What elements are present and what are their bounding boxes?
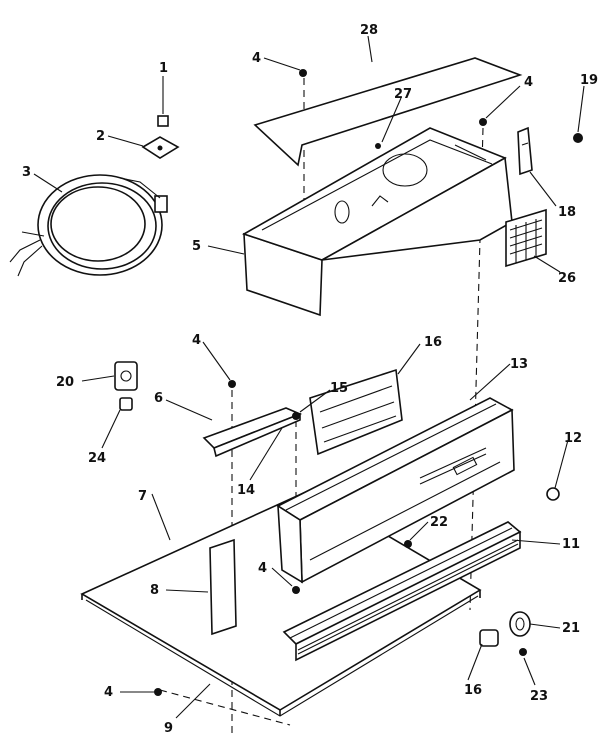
callout-4-top-left: 4 <box>252 51 261 66</box>
mounting-plate-2 <box>141 136 180 159</box>
callout-16-lower: 16 <box>464 683 482 698</box>
callout-27: 27 <box>394 87 412 102</box>
callout-4-mid: 4 <box>192 333 201 348</box>
callout-4-bottom: 4 <box>104 685 113 700</box>
cord-connector-1 <box>157 115 169 127</box>
screw-4-lower <box>292 586 300 594</box>
screw-27 <box>375 143 381 149</box>
switch-20 <box>114 361 138 391</box>
left-rail <box>202 407 303 458</box>
screw-4-top-right <box>479 118 487 126</box>
callout-19: 19 <box>580 73 598 88</box>
lower-knob-16 <box>479 629 499 647</box>
callout-24: 24 <box>88 451 106 466</box>
callout-4-top-right: 4 <box>524 75 533 90</box>
callout-7: 7 <box>138 489 147 504</box>
screw-4-mid <box>228 380 236 388</box>
control-board <box>309 368 403 456</box>
callout-18: 18 <box>558 205 576 220</box>
rear-housing <box>242 127 513 317</box>
callout-20: 20 <box>56 375 74 390</box>
top-cover-panel <box>253 57 523 167</box>
callout-4-lower: 4 <box>258 561 267 576</box>
power-cord-coil <box>9 174 168 277</box>
callout-13: 13 <box>510 357 528 372</box>
callout-16-upper: 16 <box>424 335 442 350</box>
callout-labels: 1 2 3 4 28 27 4 19 18 5 26 4 16 20 15 13… <box>22 23 598 736</box>
callout-9: 9 <box>164 721 173 736</box>
mounting-bracket <box>517 126 533 176</box>
screw-22 <box>404 540 412 548</box>
leader-lines <box>33 35 585 719</box>
control-panel-frame <box>276 397 515 584</box>
screw-15 <box>292 412 300 420</box>
side-plate <box>209 538 237 636</box>
callout-26: 26 <box>558 271 576 286</box>
callout-23: 23 <box>530 689 548 704</box>
base-pan <box>80 489 482 717</box>
screw-4-top-left <box>299 69 307 77</box>
screw-4-bottom <box>154 688 162 696</box>
screw-19 <box>573 133 583 143</box>
callout-28: 28 <box>360 23 378 38</box>
callout-15: 15 <box>330 381 348 396</box>
callout-1: 1 <box>159 61 168 76</box>
clip-21 <box>509 611 531 637</box>
knob-12 <box>546 487 560 501</box>
front-grille-strip <box>282 521 522 662</box>
callout-6: 6 <box>154 391 163 406</box>
callout-2: 2 <box>96 129 105 144</box>
callout-5: 5 <box>192 239 201 254</box>
washer-23 <box>519 648 527 656</box>
callout-3: 3 <box>22 165 31 180</box>
vent-grille <box>505 208 547 268</box>
knob-24 <box>119 397 133 411</box>
callout-21: 21 <box>562 621 580 636</box>
callout-11: 11 <box>562 537 580 552</box>
callout-12: 12 <box>564 431 582 446</box>
callout-8: 8 <box>150 583 159 598</box>
callout-22: 22 <box>430 515 448 530</box>
callout-14: 14 <box>237 483 255 498</box>
